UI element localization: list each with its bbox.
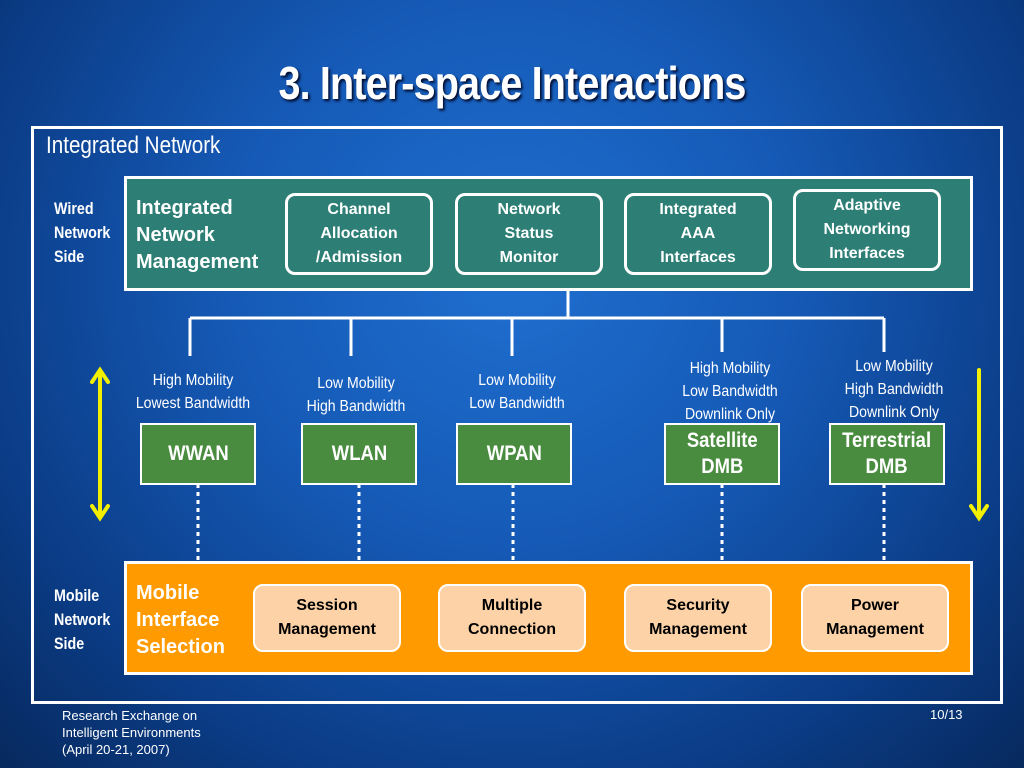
page-number: 10/13 xyxy=(930,707,963,722)
slide-title: 3. Inter-space Interactions xyxy=(278,57,746,109)
power-management-box: Power Management xyxy=(801,584,949,652)
down-arrow-right xyxy=(969,368,989,522)
wpan-box: WPAN xyxy=(456,423,572,485)
mobility-arrows xyxy=(90,366,989,522)
wwan-label: WWAN xyxy=(167,442,229,465)
frame-label: Integrated Network xyxy=(46,132,221,159)
double-arrow-left xyxy=(90,366,110,522)
adaptive-networking-box: Adaptive Networking Interfaces xyxy=(793,189,941,271)
integrated-aaa-box: Integrated AAA Interfaces xyxy=(624,193,772,275)
mobile-panel-title: Mobile Interface Selection xyxy=(136,582,225,658)
satellite-dmb-box: Satellite DMB xyxy=(664,423,780,485)
wired-side-label: Wired Network Side xyxy=(54,199,111,266)
terrestrial-dmb-box: Terrestrial DMB xyxy=(829,423,945,485)
terrestrial-description: Low Mobility High Bandwidth Downlink Onl… xyxy=(844,358,944,421)
dotted-connectors xyxy=(196,484,886,562)
network-status-monitor-box: Network Status Monitor xyxy=(455,193,603,275)
wpan-description: Low Mobility Low Bandwidth xyxy=(469,372,565,412)
tree-connectors xyxy=(188,290,886,356)
wlan-box: WLAN xyxy=(301,423,417,485)
wwan-description: High Mobility Lowest Bandwidth xyxy=(135,372,251,412)
wired-panel-title: Integrated Network Management xyxy=(136,197,259,273)
security-management-box: Security Management xyxy=(624,584,772,652)
terrestrial-dmb-label: Terrestrial DMB xyxy=(842,429,932,478)
channel-allocation-box: Channel Allocation /Admission xyxy=(285,193,433,275)
integrated-network-frame xyxy=(31,126,1003,704)
wlan-label: WLAN xyxy=(331,442,387,465)
footer-event-text: Research Exchange on Intelligent Environ… xyxy=(62,708,201,757)
satellite-description: High Mobility Low Bandwidth Downlink Onl… xyxy=(682,360,778,423)
satellite-dmb-label: Satellite DMB xyxy=(686,429,758,478)
wpan-label: WPAN xyxy=(486,442,542,465)
mobile-side-label: Mobile Network Side xyxy=(54,586,111,653)
wwan-box: WWAN xyxy=(140,423,256,485)
multiple-connection-box: Multiple Connection xyxy=(438,584,586,652)
wlan-description: Low Mobility High Bandwidth xyxy=(306,375,406,415)
session-management-box: Session Management xyxy=(253,584,401,652)
